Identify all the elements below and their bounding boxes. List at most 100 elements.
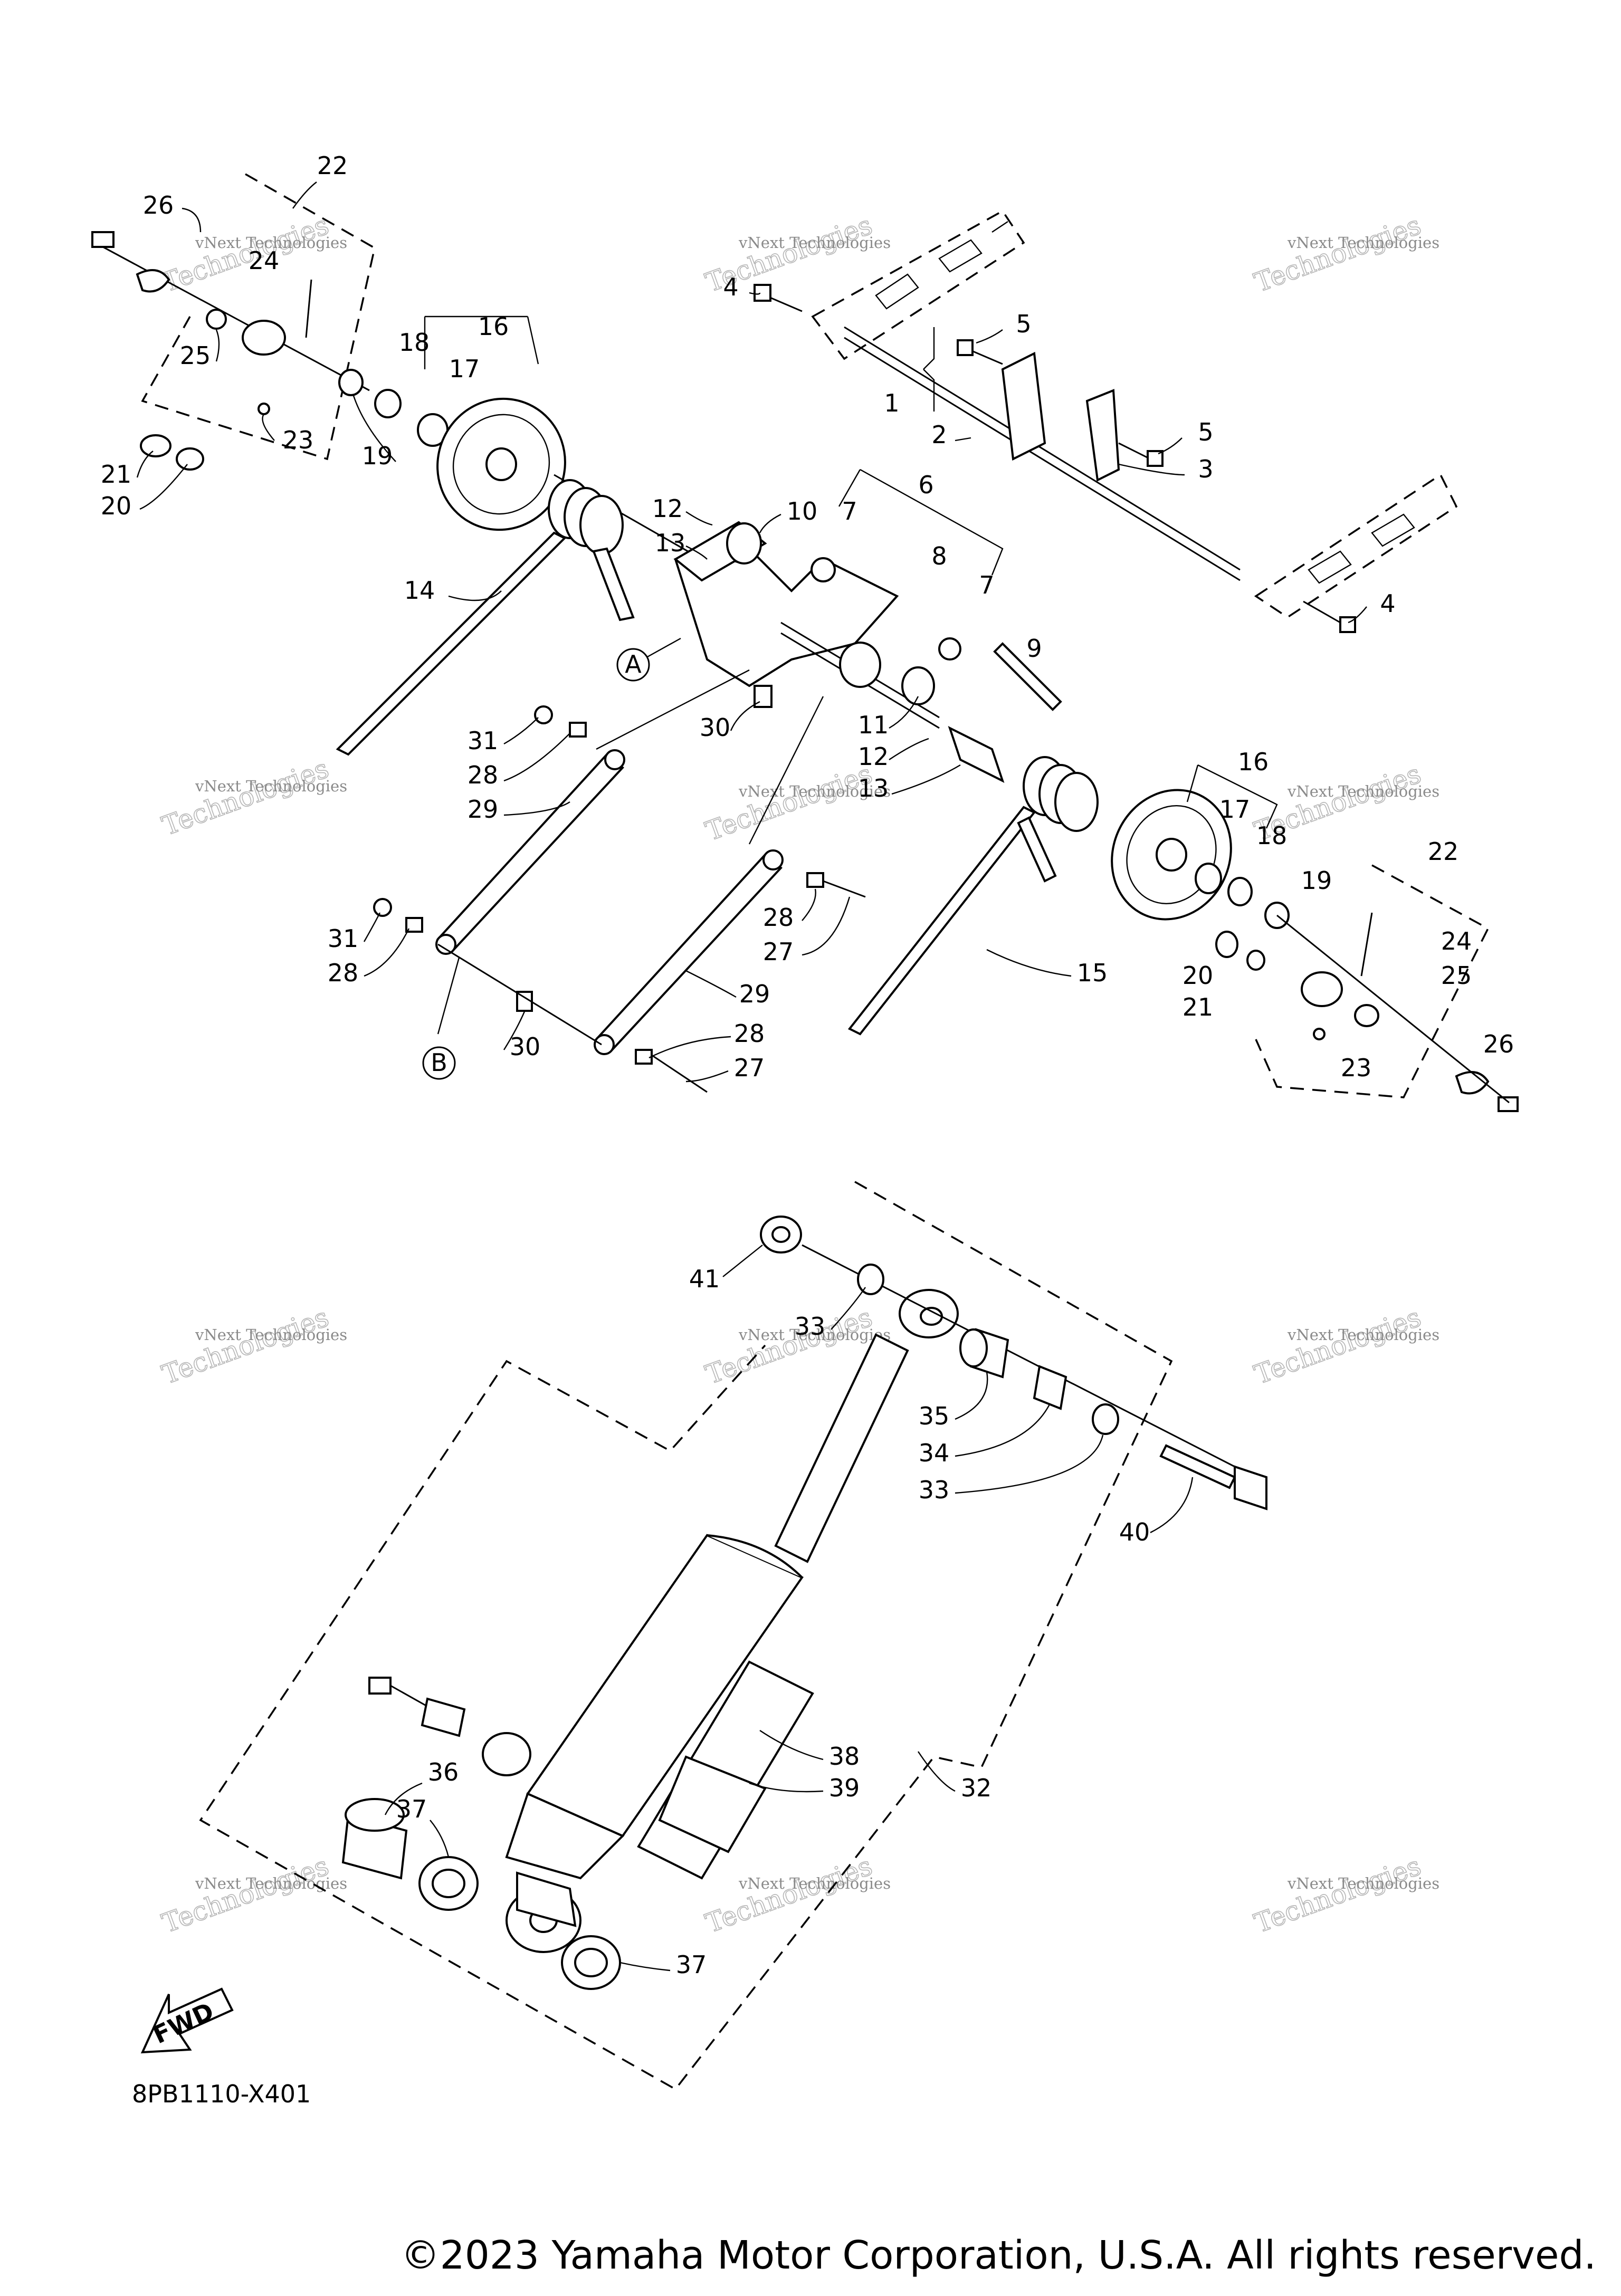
part-label-14: 14 xyxy=(404,576,435,605)
shaft-3 xyxy=(844,326,1241,581)
watermark-ml: Technologies vNext Technologies xyxy=(158,753,347,842)
bolt-5-lower xyxy=(1118,442,1164,467)
part-label-37-upper: 37 xyxy=(396,1795,427,1823)
callout-b: B xyxy=(422,1046,456,1080)
part-label-37-lower: 37 xyxy=(676,1950,707,1979)
link-hardware xyxy=(373,705,866,1093)
fwd-arrow-icon: FWD xyxy=(140,1987,234,2054)
watermark-text-big: Technologies xyxy=(158,1302,333,1390)
part-label-17-lower: 17 xyxy=(1219,795,1251,824)
watermark-text: vNext Technologies xyxy=(1287,234,1439,252)
part-labels: 22 26 24 25 23 21 20 16 18 17 19 14 12 1… xyxy=(101,151,1514,1979)
part-label-22-lower: 22 xyxy=(1428,837,1459,866)
part-label-36: 36 xyxy=(428,1758,459,1786)
part-label-19-upper: 19 xyxy=(362,442,393,470)
watermark-tr: Technologies vNext Technologies xyxy=(1250,209,1439,299)
link-29-right xyxy=(594,849,784,1055)
bolt-5-upper xyxy=(957,339,1003,365)
watermark-text: vNext Technologies xyxy=(738,234,891,252)
watermark-text: vNext Technologies xyxy=(1287,782,1439,800)
part-label-18-lower: 18 xyxy=(1256,821,1288,850)
box-22-lower xyxy=(1255,864,1490,1098)
part-label-35: 35 xyxy=(919,1402,950,1430)
part-label-24-lower: 24 xyxy=(1441,927,1472,955)
part-label-15: 15 xyxy=(1077,959,1108,987)
collar-13-lower xyxy=(948,726,1005,783)
watermark-text: vNext Technologies xyxy=(738,1326,891,1344)
callout-b-label: B xyxy=(431,1048,447,1077)
watermark-mc: Technologies vNext Technologies xyxy=(701,758,891,847)
part-label-27-lower: 27 xyxy=(734,1054,765,1082)
frame-rail-upper xyxy=(811,209,1025,360)
part-label-1: 1 xyxy=(884,389,899,417)
part-label-28-c: 28 xyxy=(763,903,794,932)
hub-parts-lower-right xyxy=(1195,863,1519,1112)
watermark-text-big: Technologies xyxy=(702,1850,876,1939)
part-label-22-upper: 22 xyxy=(317,151,348,180)
part-label-23-lower: 23 xyxy=(1341,1054,1372,1082)
part-label-12-upper: 12 xyxy=(652,494,683,523)
box-32 xyxy=(199,1181,1173,2091)
part-label-28-d: 28 xyxy=(734,1019,765,1048)
watermark-c4: Technologies vNext Technologies xyxy=(701,1850,891,1939)
part-label-11: 11 xyxy=(858,711,889,739)
part-label-18-upper: 18 xyxy=(399,328,430,357)
part-label-10: 10 xyxy=(787,497,818,525)
wheel-16-upper xyxy=(436,397,739,581)
watermark-text: vNext Technologies xyxy=(1287,1874,1439,1892)
part-label-17-upper: 17 xyxy=(449,355,480,383)
part-label-33-lower: 33 xyxy=(919,1476,950,1504)
part-label-28-b: 28 xyxy=(328,959,359,987)
part-label-29-right: 29 xyxy=(739,980,770,1008)
copyright-notice: ©2023 Yamaha Motor Corporation, U.S.A. A… xyxy=(401,2233,1596,2278)
part-label-2: 2 xyxy=(931,420,947,449)
part-label-9: 9 xyxy=(1026,634,1042,663)
spring-15 xyxy=(847,756,1099,1036)
part-label-23-upper: 23 xyxy=(283,426,314,454)
part-label-13-upper: 13 xyxy=(655,529,686,557)
hub-parts-upper-left xyxy=(91,231,449,471)
watermark-text: vNext Technologies xyxy=(195,234,347,252)
bracket-lines xyxy=(424,315,1278,1035)
part-label-31-lower: 31 xyxy=(328,924,359,953)
part-label-16-upper: 16 xyxy=(478,312,509,341)
part-label-4-upper: 4 xyxy=(723,273,738,301)
part-label-28-a: 28 xyxy=(468,761,499,789)
diagram-code: 8PB1110-X401 xyxy=(132,2080,311,2108)
watermark-text: vNext Technologies xyxy=(738,1874,891,1892)
frame-rail-lower xyxy=(1254,473,1458,619)
part-label-5-lower: 5 xyxy=(1198,418,1213,446)
part-label-7-lower: 7 xyxy=(979,571,994,599)
part-label-8: 8 xyxy=(931,542,947,570)
part-label-20-lower: 20 xyxy=(1183,961,1214,990)
callout-a: A xyxy=(616,648,650,682)
watermark-r3: Technologies vNext Technologies xyxy=(1250,1302,1439,1391)
spring-14 xyxy=(336,479,635,756)
watermark-text: vNext Technologies xyxy=(195,777,347,795)
part-label-6: 6 xyxy=(918,471,933,499)
part-label-3: 3 xyxy=(1198,455,1213,483)
watermark-text-big: Technologies xyxy=(1251,209,1425,298)
part-label-24-upper: 24 xyxy=(249,246,280,275)
pivot-arm-6 xyxy=(674,523,1062,729)
watermark-text-big: Technologies xyxy=(158,1850,333,1939)
watermark-text: vNext Technologies xyxy=(195,1326,347,1344)
part-label-20-upper: 20 xyxy=(101,492,132,520)
box-22-upper xyxy=(141,173,376,461)
shock-hardware xyxy=(341,1216,1267,1990)
shock-absorber-32 xyxy=(505,1289,959,1953)
part-label-13-lower: 13 xyxy=(858,774,889,802)
part-label-31-upper: 31 xyxy=(468,726,499,755)
leader-lines xyxy=(136,181,1367,1972)
part-label-32: 32 xyxy=(961,1774,992,1802)
part-label-12-lower: 12 xyxy=(858,742,889,771)
watermark-text-big: Technologies xyxy=(702,758,876,847)
bolt-4-lower xyxy=(1303,600,1356,633)
watermark-text-big: Technologies xyxy=(158,753,333,841)
part-label-30-lower: 30 xyxy=(510,1032,541,1061)
watermark-text-big: Technologies xyxy=(1251,1302,1425,1390)
part-label-29-left: 29 xyxy=(468,795,499,824)
part-label-33-upper: 33 xyxy=(795,1312,826,1341)
watermark-text: vNext Technologies xyxy=(1287,1326,1439,1344)
